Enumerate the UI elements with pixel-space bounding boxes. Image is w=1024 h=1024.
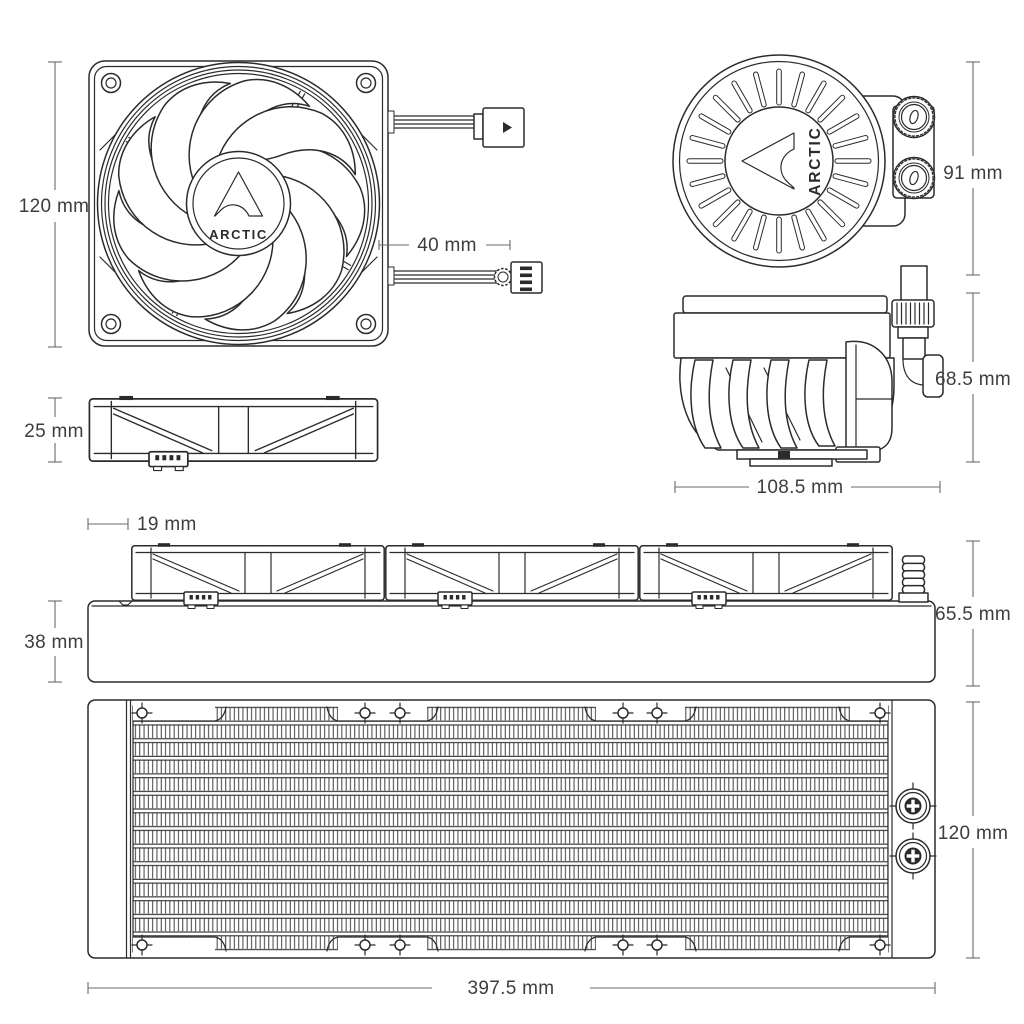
fan-front-view: ARCTIC xyxy=(88,60,543,347)
pump-elbow-stub xyxy=(922,354,944,398)
fan-hub xyxy=(185,150,292,257)
radiator-top-view xyxy=(87,699,937,959)
radiator-side-body xyxy=(87,600,936,683)
pwm-connector-male xyxy=(510,261,543,294)
pump-tube-top xyxy=(900,265,928,303)
dim-label-radiator-end-offset: 19 mm xyxy=(137,514,197,535)
radiator-side-view xyxy=(87,542,936,683)
dim-fan-width: 120 mm xyxy=(19,61,89,348)
pump-top-view: ARCTIC xyxy=(672,54,936,268)
dim-label-pump-top-height: 91 mm xyxy=(943,163,1003,184)
dim-pump-width: 108.5 mm xyxy=(674,477,941,498)
dim-label-pump-width: 108.5 mm xyxy=(757,477,844,498)
pump-top-logo: ARCTIC xyxy=(741,126,824,196)
dim-fan-depth: 25 mm xyxy=(24,397,84,463)
fan-side-view xyxy=(88,395,379,472)
connector-arrow-icon xyxy=(503,122,512,133)
pump-brand-label: ARCTIC xyxy=(807,126,824,195)
dim-radiator-width: 120 mm xyxy=(938,701,1008,959)
fan-cable-top xyxy=(385,107,525,148)
dim-radiator-length: 397.5 mm xyxy=(87,978,936,999)
pump-side-view xyxy=(673,265,944,467)
dim-pump-body-height: 68.5 mm xyxy=(935,292,1011,463)
dim-label-fan-width: 120 mm xyxy=(19,196,89,217)
arctic-logo-icon xyxy=(741,132,795,190)
radiator-mount-notches-top xyxy=(132,704,889,722)
pump-top-cap xyxy=(682,295,888,314)
dim-radiator-with-fans: 65.5 mm xyxy=(935,540,1011,687)
dim-label-pump-body-height: 68.5 mm xyxy=(935,369,1011,390)
dim-radiator-core-depth: 38 mm xyxy=(24,600,84,683)
hose-fitting-1 xyxy=(892,95,936,139)
dim-radiator-end-offset: 19 mm xyxy=(87,514,197,535)
fan-cable-bottom xyxy=(385,261,543,294)
dim-cable-clearance: 40 mm xyxy=(378,235,511,256)
pump-knurled-nut xyxy=(891,299,935,328)
pump-base-nub xyxy=(778,451,790,459)
fan-hub-brand-label: ARCTIC xyxy=(209,227,268,242)
pump-barrel xyxy=(845,340,893,453)
dim-label-radiator-with-fans: 65.5 mm xyxy=(935,604,1011,625)
arctic-logo-icon xyxy=(213,171,264,217)
dim-pump-top-height: 91 mm xyxy=(943,61,1003,276)
dim-label-fan-depth: 25 mm xyxy=(24,421,84,442)
radiator-fin-core xyxy=(133,706,888,952)
fan-screw-holes xyxy=(100,72,377,335)
dim-label-radiator-width: 120 mm xyxy=(938,823,1008,844)
dim-label-radiator-core-depth: 38 mm xyxy=(24,632,84,653)
dim-label-radiator-length: 397.5 mm xyxy=(468,978,555,999)
radiator-barb-fitting xyxy=(898,555,929,603)
dim-label-cable-clearance: 40 mm xyxy=(417,235,477,256)
radiator-top-notch xyxy=(118,600,133,606)
hose-fitting-2 xyxy=(892,156,936,200)
